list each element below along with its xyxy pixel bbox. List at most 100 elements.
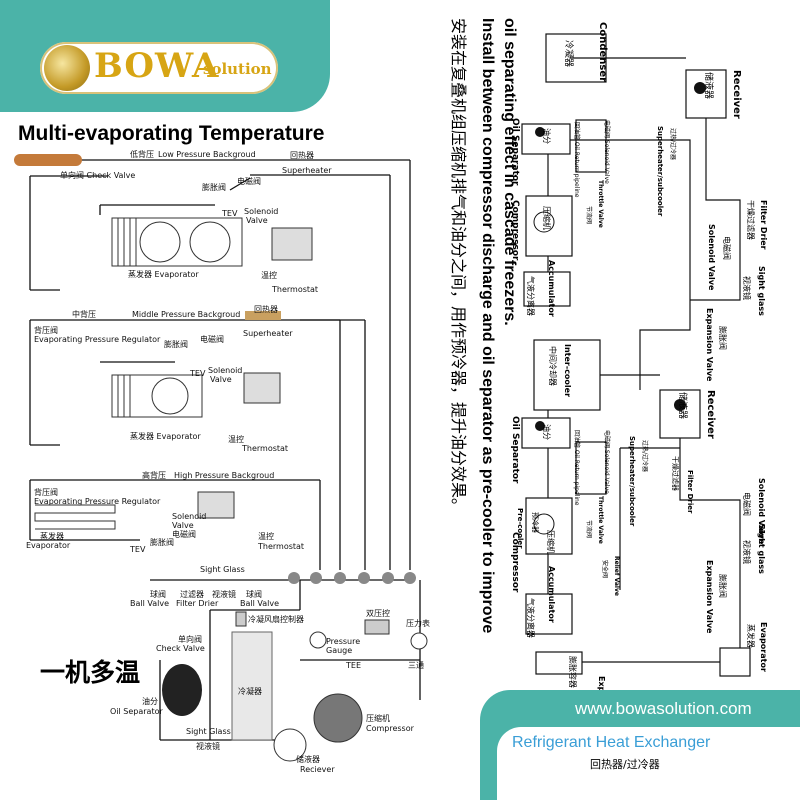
intercooler-cn: 中间冷却器	[548, 346, 557, 386]
lp-solenoid-label-en1: Solenoid	[244, 207, 279, 216]
mp-solenoid-label-cn: 电磁阀	[200, 335, 224, 344]
check-valve-label-cn: 单向阀	[178, 635, 202, 644]
sight-label-cn: 视液镜	[212, 590, 236, 599]
tee-label: TEE	[346, 661, 361, 670]
expansion1-cn: 膨胀阀	[718, 326, 727, 350]
hp-evaporator-label-cn: 蒸发器	[40, 532, 64, 541]
expansion1-en: Expansion Valve	[705, 308, 714, 382]
pressure-gauge-label-en1: Pressure	[326, 637, 361, 646]
oil-sep2-cn: 油分	[542, 424, 551, 440]
ball-valve-label-en: Ball Valve	[130, 599, 170, 608]
accumulator2-cn: 气液分离器	[526, 598, 535, 638]
hp-regulator-label-en: Evaporating Pressure Regulator	[34, 497, 161, 506]
mp-thermostat-label-en: Thermostat	[242, 444, 289, 453]
compressor-label-en: Compressor	[366, 724, 414, 733]
sight-glass-label: Sight Glass	[200, 565, 245, 574]
oil-sep1-en: Oil Separator	[510, 118, 520, 186]
hp-thermostat-label-en: Thermostat	[258, 542, 305, 551]
lp-solenoid-label-en2: Valve	[246, 216, 268, 225]
lp-solenoid-label-cn: 电磁阀	[237, 177, 261, 186]
intercooler-en: Inter-cooler	[563, 344, 572, 398]
product-name-cn: 回热器/过冷器	[590, 758, 660, 771]
product-name: Refrigerant Heat Exchanger	[512, 734, 711, 751]
hp-tev-label: TEV	[130, 545, 146, 554]
superheater1-en: Superheater/subcooler	[656, 126, 664, 217]
logo-text: BOWA	[94, 46, 220, 86]
oil-return2: 回油管 Oil Return pipeline	[573, 430, 580, 506]
throttle2-cn: 节流阀	[585, 520, 592, 539]
compressor1-cn: 压缩机	[542, 206, 551, 230]
sight1-en: Sight glass	[757, 266, 766, 316]
lp-tev-label: TEV	[222, 209, 238, 218]
superheater2-cn: 过热/过冷器	[641, 440, 648, 473]
lp-thermostat-label-en: Thermostat	[272, 285, 319, 294]
expansion-tank-cn: 膨胀容器	[568, 656, 577, 688]
superheater2-en: Superheater/subcooler	[628, 436, 636, 527]
solenoid1-cn: 电磁阀	[722, 236, 731, 260]
mp-expansion-label-cn: 膨胀阀	[164, 340, 188, 349]
accumulator2-en: Accumulator	[547, 566, 556, 623]
expansion2-cn: 膨胀阀	[718, 574, 727, 598]
mp-regulator-label-cn: 背压阀	[34, 326, 58, 335]
receiver1-en: Receiver	[731, 70, 742, 119]
throttle1-cn: 节流阀	[585, 206, 592, 225]
expansion2-en: Expansion Valve	[705, 560, 714, 634]
compressor-label-cn: 压缩机	[366, 714, 390, 723]
filter-label-en: Filter Drier	[176, 599, 219, 608]
throttle1-en: Throttle Valve	[597, 180, 604, 228]
oil-sep2-en: Oil Separator	[510, 416, 520, 484]
receiver1-cn: 储液器	[703, 72, 713, 100]
mp-label-en: Middle Pressure Backgroud	[132, 310, 241, 319]
diagram-title: Multi-evaporating Temperature	[18, 122, 325, 145]
superheater1-cn: 过热/过冷器	[669, 128, 676, 161]
compressor1-en: Compressor	[510, 200, 520, 261]
evaporator-cn: 蒸发器	[746, 624, 755, 648]
sight2-en: Sight glass	[757, 524, 766, 574]
solenoid-top: 电磁阀 Solenoid Valve	[603, 120, 610, 184]
fan-controller-label: 冷凝风扇控制器	[248, 615, 304, 624]
filter1-en: Filter Drier	[759, 200, 768, 250]
mp-superheater-label-cn: 回热器	[254, 305, 278, 314]
mp-tev-label: TEV	[190, 369, 206, 378]
diagram-title-cn: 一机多温	[40, 658, 141, 687]
accumulator1-en: Accumulator	[547, 260, 556, 317]
dual-switch-label: 双压控	[366, 609, 390, 618]
throttle2-en: Throttle Valve	[597, 496, 604, 544]
ball-valve-label-cn: 球阀	[150, 590, 166, 599]
mp-thermostat-label-cn: 温控	[228, 435, 244, 444]
relief-en: Relief Valve	[613, 556, 620, 596]
lp-superheater-label-cn: 回热器	[290, 151, 314, 160]
logo-emblem-icon	[44, 45, 90, 91]
solenoid1-en: Solenoid Valve	[707, 224, 716, 291]
lp-evaporator-label: 蒸发器 Evaporator	[128, 270, 199, 279]
oil-return1: 回油管 Oil Return pipeline	[573, 122, 580, 198]
lp-label-cn: 低背压	[130, 150, 154, 159]
hp-thermostat-label-cn: 温控	[258, 532, 274, 541]
mp-solenoid-label-en1: Solenoid	[208, 366, 243, 375]
mp-evaporator-label: 蒸发器 Evaporator	[130, 432, 201, 441]
lp-superheater-label-en: Superheater	[282, 166, 332, 175]
sight-glass-unit-label-en: Sight Glass	[186, 727, 231, 736]
filter2-cn: 干燥过滤器	[671, 456, 679, 491]
relief-cn: 安全阀	[601, 560, 608, 579]
receiver2-en: Receiver	[705, 390, 716, 439]
mp-regulator-label-en: Evaporating Pressure Regulator	[34, 335, 161, 344]
pressure-gauge-label-en2: Gauge	[326, 646, 353, 655]
lp-expansion-label-cn: 膨胀阀	[202, 183, 226, 192]
hp-solenoid-label-cn: 电磁阀	[172, 530, 196, 539]
precooler-cn: 预冷器	[531, 512, 539, 533]
sight-glass-unit-label-cn: 视液镜	[196, 742, 220, 751]
condenser-label-cn: 冷凝器	[238, 687, 262, 696]
mp-solenoid-label-en2: Valve	[210, 375, 232, 384]
mp-superheater-label-en: Superheater	[243, 329, 293, 338]
oil-sep1-cn: 油分	[542, 128, 551, 144]
mp-label-cn: 中背压	[72, 310, 96, 319]
filter-label-cn: 过滤器	[180, 590, 204, 599]
solenoid2-cn: 电磁阀	[742, 492, 751, 516]
gauge-label-cn: 压力表	[406, 619, 430, 628]
compressor2-en: Compressor	[510, 532, 520, 593]
website-link[interactable]: www.bowasolution.com	[575, 699, 752, 718]
ball-valve2-label-en: Ball Valve	[240, 599, 280, 608]
